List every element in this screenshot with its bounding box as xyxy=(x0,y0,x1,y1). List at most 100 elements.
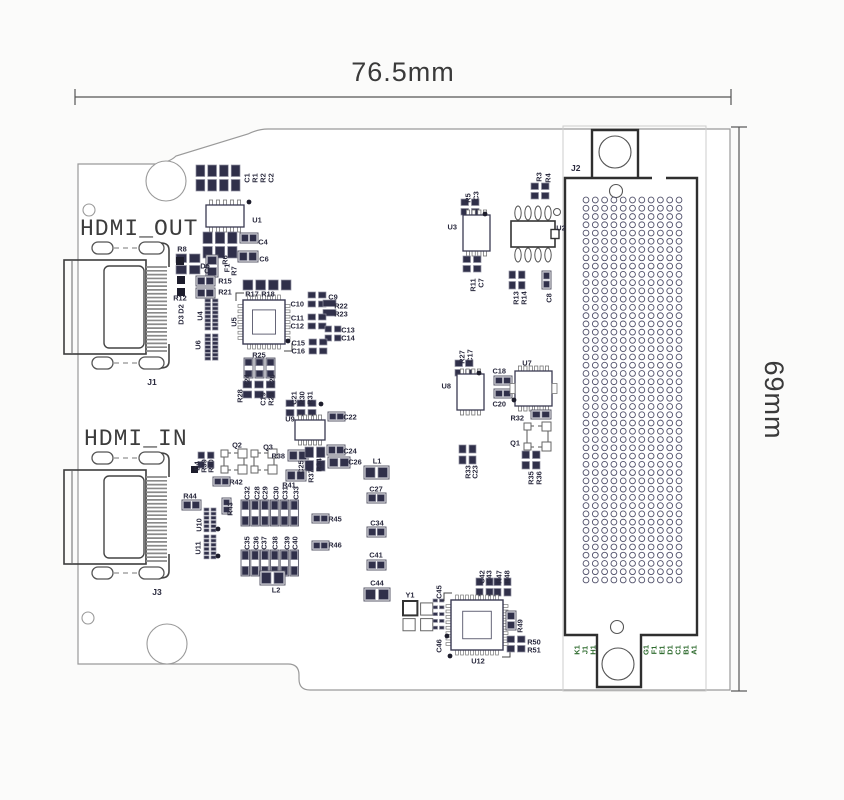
ic-pin xyxy=(222,199,227,206)
j2-pin-hole xyxy=(610,312,618,319)
j2-pin-hole xyxy=(629,295,636,303)
hdmi-in-label: HDMI_IN xyxy=(84,426,188,452)
j2-pin-hole xyxy=(675,353,683,361)
j2-pin-hole xyxy=(638,510,646,518)
j2-pin-hole xyxy=(610,345,618,353)
ic-pin xyxy=(445,620,452,625)
j2-pin-hole xyxy=(666,345,674,353)
j2-pin-hole xyxy=(666,262,674,270)
pad xyxy=(319,338,328,346)
refdes-R8: R8 xyxy=(177,245,186,254)
j2-pin-hole xyxy=(582,576,590,584)
j2-pin-hole xyxy=(591,560,599,567)
component-body xyxy=(420,618,434,632)
pad xyxy=(244,358,253,366)
j2-pin-hole xyxy=(647,494,655,501)
j2-pin-hole xyxy=(610,361,618,369)
j2-pin-hole xyxy=(582,560,590,567)
pad xyxy=(521,450,530,459)
ic-pin xyxy=(502,604,509,608)
j2-guide-hole-bottom xyxy=(601,647,635,681)
j2-pin-hole xyxy=(601,237,608,245)
pad xyxy=(212,310,219,315)
j2-pin-hole xyxy=(629,485,636,493)
j2-pin-hole xyxy=(675,460,683,468)
component-body xyxy=(237,250,259,263)
pad xyxy=(376,494,385,502)
j2-pin-hole xyxy=(638,237,646,245)
pin1-dot xyxy=(215,526,221,532)
pad xyxy=(485,588,494,597)
j2-pin-hole xyxy=(675,312,683,319)
j2-pin-hole xyxy=(629,246,636,253)
refdes-C42: C42 xyxy=(478,570,487,584)
j2-pin-hole xyxy=(591,270,599,278)
j2-pin-hole xyxy=(666,229,674,237)
j2-pin-hole xyxy=(619,229,627,237)
pad xyxy=(210,542,217,547)
j2-pin-hole xyxy=(657,386,664,394)
j2-pin-hole xyxy=(647,254,655,262)
j2-pin-hole xyxy=(647,370,655,377)
j2-pin-hole xyxy=(629,419,636,427)
j2-pin-hole xyxy=(610,444,618,452)
pad xyxy=(378,589,389,600)
pad xyxy=(307,322,316,330)
pad xyxy=(251,550,259,560)
pad xyxy=(462,265,471,273)
pad xyxy=(324,325,332,333)
j2-pin-hole xyxy=(647,386,655,394)
j2-pin-hole xyxy=(591,485,599,493)
j2-pin-hole xyxy=(601,378,608,386)
ic-pin xyxy=(480,649,484,656)
refdes-C26: C26 xyxy=(348,458,362,467)
j2-pin-hole xyxy=(629,576,636,584)
pad xyxy=(204,341,211,346)
j2-pin-hole xyxy=(647,304,655,311)
pad xyxy=(204,298,211,303)
j2-pin-hole xyxy=(619,262,627,270)
j2-pin-hole xyxy=(582,386,590,394)
pad xyxy=(241,500,249,510)
j2-pin-hole xyxy=(619,246,627,253)
j2-pin-hole xyxy=(647,337,655,344)
pad xyxy=(458,444,467,454)
ic-pin xyxy=(514,247,522,263)
ic-pin xyxy=(470,649,474,656)
refdes-R48: R48 xyxy=(503,570,512,584)
j2-pin-hole xyxy=(582,436,590,443)
ic-pin xyxy=(539,365,544,372)
j2-pin-hole xyxy=(666,543,674,551)
j2-pin-hole xyxy=(647,196,655,204)
refdes-U5: U5 xyxy=(230,317,239,326)
pad xyxy=(230,179,241,192)
pad xyxy=(266,370,275,378)
pad xyxy=(212,349,219,353)
j2-pin-hole xyxy=(610,246,618,253)
refdes-R46: R46 xyxy=(328,541,342,550)
ic-pin xyxy=(465,409,470,416)
j2-pin-hole xyxy=(647,477,655,485)
j2-pin-hole xyxy=(675,535,683,543)
j2-pin-hole xyxy=(666,295,674,303)
refdes-C20: C20 xyxy=(492,400,506,409)
j2-pin-hole xyxy=(638,254,646,262)
component-body xyxy=(289,499,299,527)
ic-pin xyxy=(237,336,244,340)
corner-mark xyxy=(284,343,293,352)
ic-pin xyxy=(277,343,281,350)
j2-pin-hole xyxy=(666,502,674,509)
ic-pin xyxy=(302,439,307,446)
j2-pin-hole xyxy=(619,460,627,468)
j2-pin-hole xyxy=(601,204,608,212)
j2-pin-hole xyxy=(619,560,627,567)
j2-pin-hole xyxy=(610,485,618,493)
pad xyxy=(223,499,230,506)
component-body xyxy=(505,610,517,631)
pad xyxy=(261,500,269,510)
ic-pin xyxy=(465,594,469,601)
pad xyxy=(339,458,349,467)
pad xyxy=(518,281,526,290)
refdes-Q3: Q3 xyxy=(263,443,273,452)
j2-pin-hole xyxy=(591,196,599,204)
